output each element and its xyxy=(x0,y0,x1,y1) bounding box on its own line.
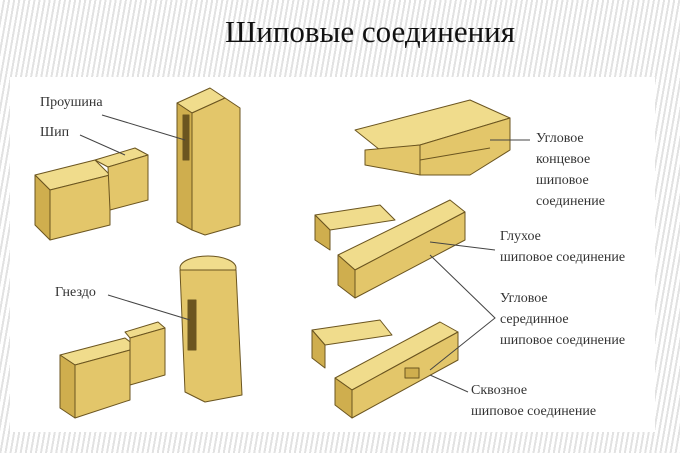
label-gnezdo: Гнездо xyxy=(55,285,96,300)
blind-joint xyxy=(314,199,466,299)
open-mortise-block xyxy=(176,87,241,236)
label-proushina: Проушина xyxy=(40,95,103,110)
leader-lines xyxy=(79,114,530,393)
through-joint xyxy=(311,319,459,419)
label-corner-middle: Угловое серединное шиповое соединение xyxy=(500,291,626,348)
slide-title: Шиповые соединения xyxy=(224,14,516,49)
label-blind: Глухое шиповое соединение xyxy=(500,229,626,265)
corner-end-joint xyxy=(354,99,511,176)
label-ship: Шип xyxy=(40,125,70,140)
label-corner-end: Угловое концевое шиповое соединение xyxy=(536,131,605,209)
tenon-block-2 xyxy=(59,321,166,419)
mortise-post xyxy=(179,255,243,403)
label-through: Сквозное шиповое соединение xyxy=(471,383,597,419)
tenon-block xyxy=(34,147,149,241)
